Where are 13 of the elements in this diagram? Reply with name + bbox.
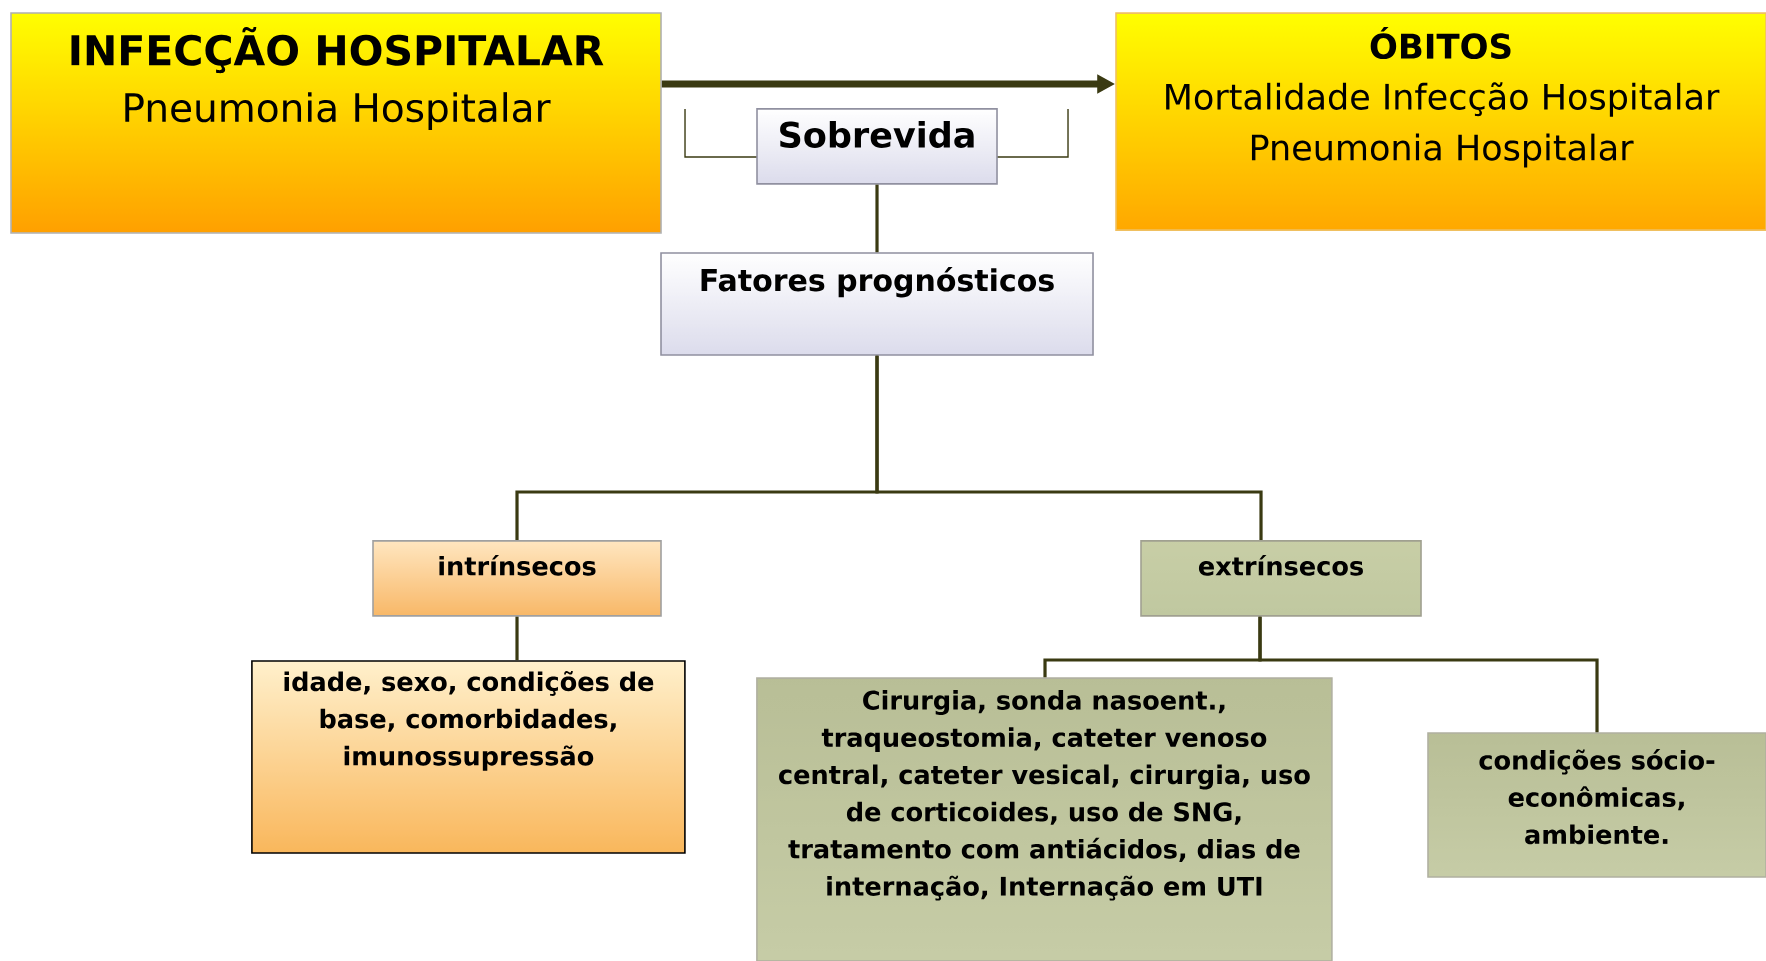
header-box: ÓBITOS Mortalidade Infecção Hospitalar Pneumonia Hospitalar [1115,12,1766,231]
header-box: INFECÇÃO HOSPITALAR Pneumonia Hospitalar [10,12,662,234]
factor-box: idade, sexo, condições de base, comorbidades, imunossupressão [251,660,686,854]
category-box: intrínsecos [372,540,662,617]
factor-box: Cirurgia, sonda nasoent., traqueostomia, cateter venoso central, cateter vesical, cirurgia, uso de corticoides, uso de SNG, tratamento com antiácidos, dias de internação, Internação em UTI [756,677,1333,961]
connector [875,355,1263,541]
factor-box: condições sócio- econômicas, ambiente. [1427,732,1766,878]
process-box: Sobrevida [756,108,998,185]
connector [875,184,879,253]
connector [1258,616,1599,733]
process-box: Fatores prognósticos [660,252,1094,356]
connector [515,616,519,661]
category-box: extrínsecos [1140,540,1422,617]
